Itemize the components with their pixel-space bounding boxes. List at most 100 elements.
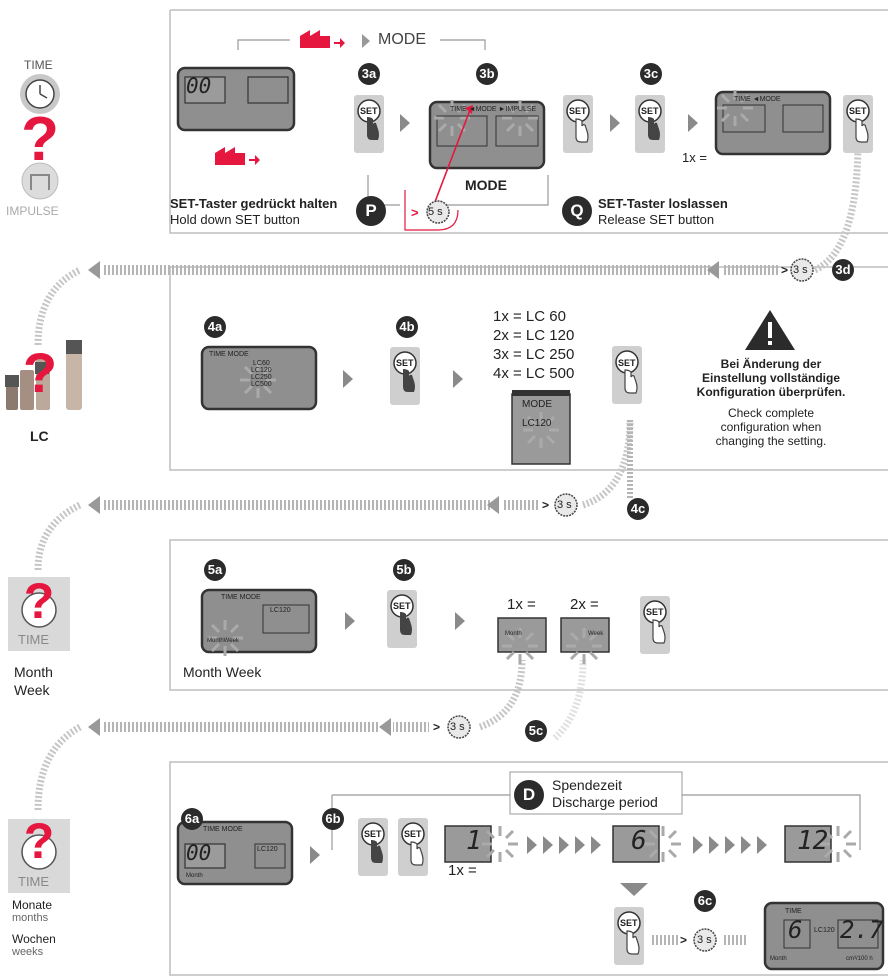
lc-lubricator-icon: ?	[5, 340, 82, 410]
warning-en-line-3: changing the setting.	[715, 434, 827, 448]
svg-text:?: ?	[24, 813, 55, 869]
gt-3s-a: >	[781, 263, 789, 277]
lcd-display-3	[176, 66, 296, 132]
lcd-digits-00: 00	[186, 74, 212, 98]
set-button-4b[interactable]	[389, 346, 421, 406]
step-3b-badge: 3b	[476, 63, 498, 85]
warning-icon	[745, 310, 795, 350]
set-button-3c-release[interactable]	[562, 94, 594, 154]
final-lcd	[763, 901, 885, 971]
step-6b-badge: 6b	[322, 808, 344, 830]
set-text-4c: SET	[618, 358, 636, 368]
time-box-label-2: TIME	[18, 874, 50, 889]
warning-de-line-2: Einstellung vollständige	[701, 371, 841, 385]
step-3a-badge: 3a	[358, 63, 380, 85]
seq-screen-12	[784, 824, 858, 864]
time-label: TIME	[24, 58, 53, 72]
lcd-6-digits: 00	[186, 841, 212, 865]
wochen-label: Wochen	[12, 932, 56, 946]
set-text-3a: SET	[360, 106, 378, 116]
p-text-en: Hold down SET button	[170, 212, 300, 227]
week-screen-text: Week	[588, 631, 604, 637]
p-q-connector	[367, 175, 549, 231]
set-button-5c[interactable]	[639, 595, 671, 655]
set-button-4c[interactable]	[611, 345, 643, 405]
final-lc: LC120	[814, 927, 835, 934]
factory-icon	[300, 30, 345, 48]
mini-lcd-lc	[511, 390, 571, 465]
time-box-icon: ?	[8, 573, 70, 651]
week-screen	[560, 617, 610, 666]
final-hatch	[652, 928, 748, 952]
count-2x-5: 2x =	[570, 596, 599, 613]
impulse-label: IMPULSE	[6, 204, 59, 218]
set-button-6b-press[interactable]	[357, 817, 389, 877]
seq-screen-1	[444, 824, 520, 864]
set-button-6c[interactable]	[613, 906, 645, 966]
set-text-5c: SET	[646, 607, 664, 617]
warning-en-line-2: configuration when	[720, 420, 822, 434]
warning-en-line-1: Check complete	[727, 406, 815, 420]
lcd-3b-text: TIME ◄MODE ►IMPULSE	[450, 106, 537, 113]
factory-icon-2	[215, 147, 260, 165]
warning-de-line-3: Konfiguration überprüfen.	[696, 385, 846, 399]
chevron-right-icon-6	[310, 846, 320, 864]
lcd-6-month: Month	[186, 873, 203, 879]
lc-option-500: LC500	[251, 381, 272, 388]
count-1x-5: 1x =	[507, 596, 536, 613]
d-text-en: Discharge period	[552, 794, 658, 810]
final-digit: 6	[788, 916, 803, 944]
lc-option-60: LC60	[253, 360, 270, 367]
lc-count-3: 3x = LC 250	[493, 346, 575, 363]
seq-value-6: 6	[631, 826, 647, 856]
final-month: Month	[770, 956, 787, 962]
count-1x-6: 1x =	[448, 862, 477, 879]
timer-3s-c: 3 s	[450, 721, 465, 733]
step-5b-badge: 5b	[393, 559, 415, 581]
flow-path-5	[34, 659, 587, 811]
final-value: 2.7	[840, 916, 884, 944]
lcd-display-3b	[428, 98, 546, 216]
gt-3s-c: >	[433, 720, 441, 734]
lcd-display-4	[200, 345, 318, 411]
step-5c-badge: 5c	[525, 720, 547, 742]
flow-path-3	[34, 139, 862, 346]
final-unit: cm³/100 h	[846, 956, 873, 962]
seq-screen-6	[612, 824, 683, 864]
down-arrow-icon	[620, 883, 648, 896]
gt-3s-d: >	[680, 933, 688, 947]
flow-path-4	[34, 419, 634, 571]
seq-value-1: 1	[466, 826, 482, 856]
lcd-5-text: TIME MODE	[221, 594, 261, 601]
set-button-3d-release[interactable]	[842, 94, 874, 154]
set-button-5b[interactable]	[386, 589, 418, 649]
p-badge: P	[356, 196, 386, 226]
lcd-3c-text: TIME ◄MODE	[734, 96, 781, 103]
lcd-6-lc: LC120	[257, 846, 278, 853]
step-5a-badge: 5a	[204, 559, 226, 581]
gt-3s-b: >	[542, 498, 550, 512]
month-label: Month	[14, 664, 53, 680]
month-screen	[497, 617, 547, 666]
set-button-3a[interactable]	[353, 94, 385, 154]
set-button-3c-press[interactable]	[634, 94, 666, 154]
step-6c-badge: 6c	[694, 890, 716, 912]
svg-text:?: ?	[23, 341, 57, 404]
months-label: months	[12, 912, 49, 924]
gt-5s: >	[411, 205, 419, 220]
timer-3s-a: 3 s	[793, 264, 808, 276]
section-5-panel	[169, 539, 888, 691]
set-button-6b-release[interactable]	[397, 817, 429, 877]
lc-option-250: LC250	[251, 374, 272, 381]
lcd-display-6	[176, 820, 294, 886]
set-text-4b: SET	[396, 358, 414, 368]
set-text-6b-a: SET	[364, 829, 382, 839]
lcd-6-text: TIME MODE	[203, 826, 243, 833]
hatch-down-4	[627, 420, 633, 500]
lc-label: LC	[30, 428, 49, 444]
month-week-caption: Month Week	[183, 664, 262, 680]
month-screen-text: Month	[505, 631, 522, 637]
timer-3s-d: 3 s	[697, 934, 712, 946]
mini-lc120: LC120	[522, 418, 552, 429]
lcd-5-lc: LC120	[270, 607, 291, 614]
